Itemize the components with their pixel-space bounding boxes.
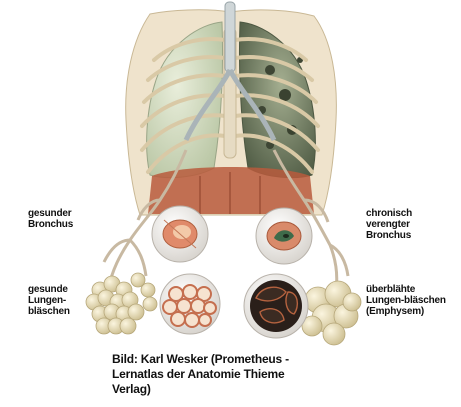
label-emphysema: überblähte Lungen-bläschen (Emphysem) xyxy=(366,284,446,317)
image-credit-caption: Bild: Karl Wesker (Prometheus - Lernatla… xyxy=(112,352,360,397)
label-healthy-bronchus: gesunder Bronchus xyxy=(28,208,73,230)
label-narrowed-bronchus: chronisch verengter Bronchus xyxy=(366,208,412,241)
healthy-alveoli-cluster xyxy=(86,273,157,334)
emphysema-detail xyxy=(244,274,308,338)
narrowed-bronchus-detail xyxy=(256,208,312,264)
label-healthy-alveoli: gesunde Lungen- bläschen xyxy=(28,284,70,317)
healthy-bronchus-detail xyxy=(152,206,208,262)
emphysema-alveoli-cluster xyxy=(302,281,361,345)
healthy-alveoli-detail xyxy=(160,274,220,334)
